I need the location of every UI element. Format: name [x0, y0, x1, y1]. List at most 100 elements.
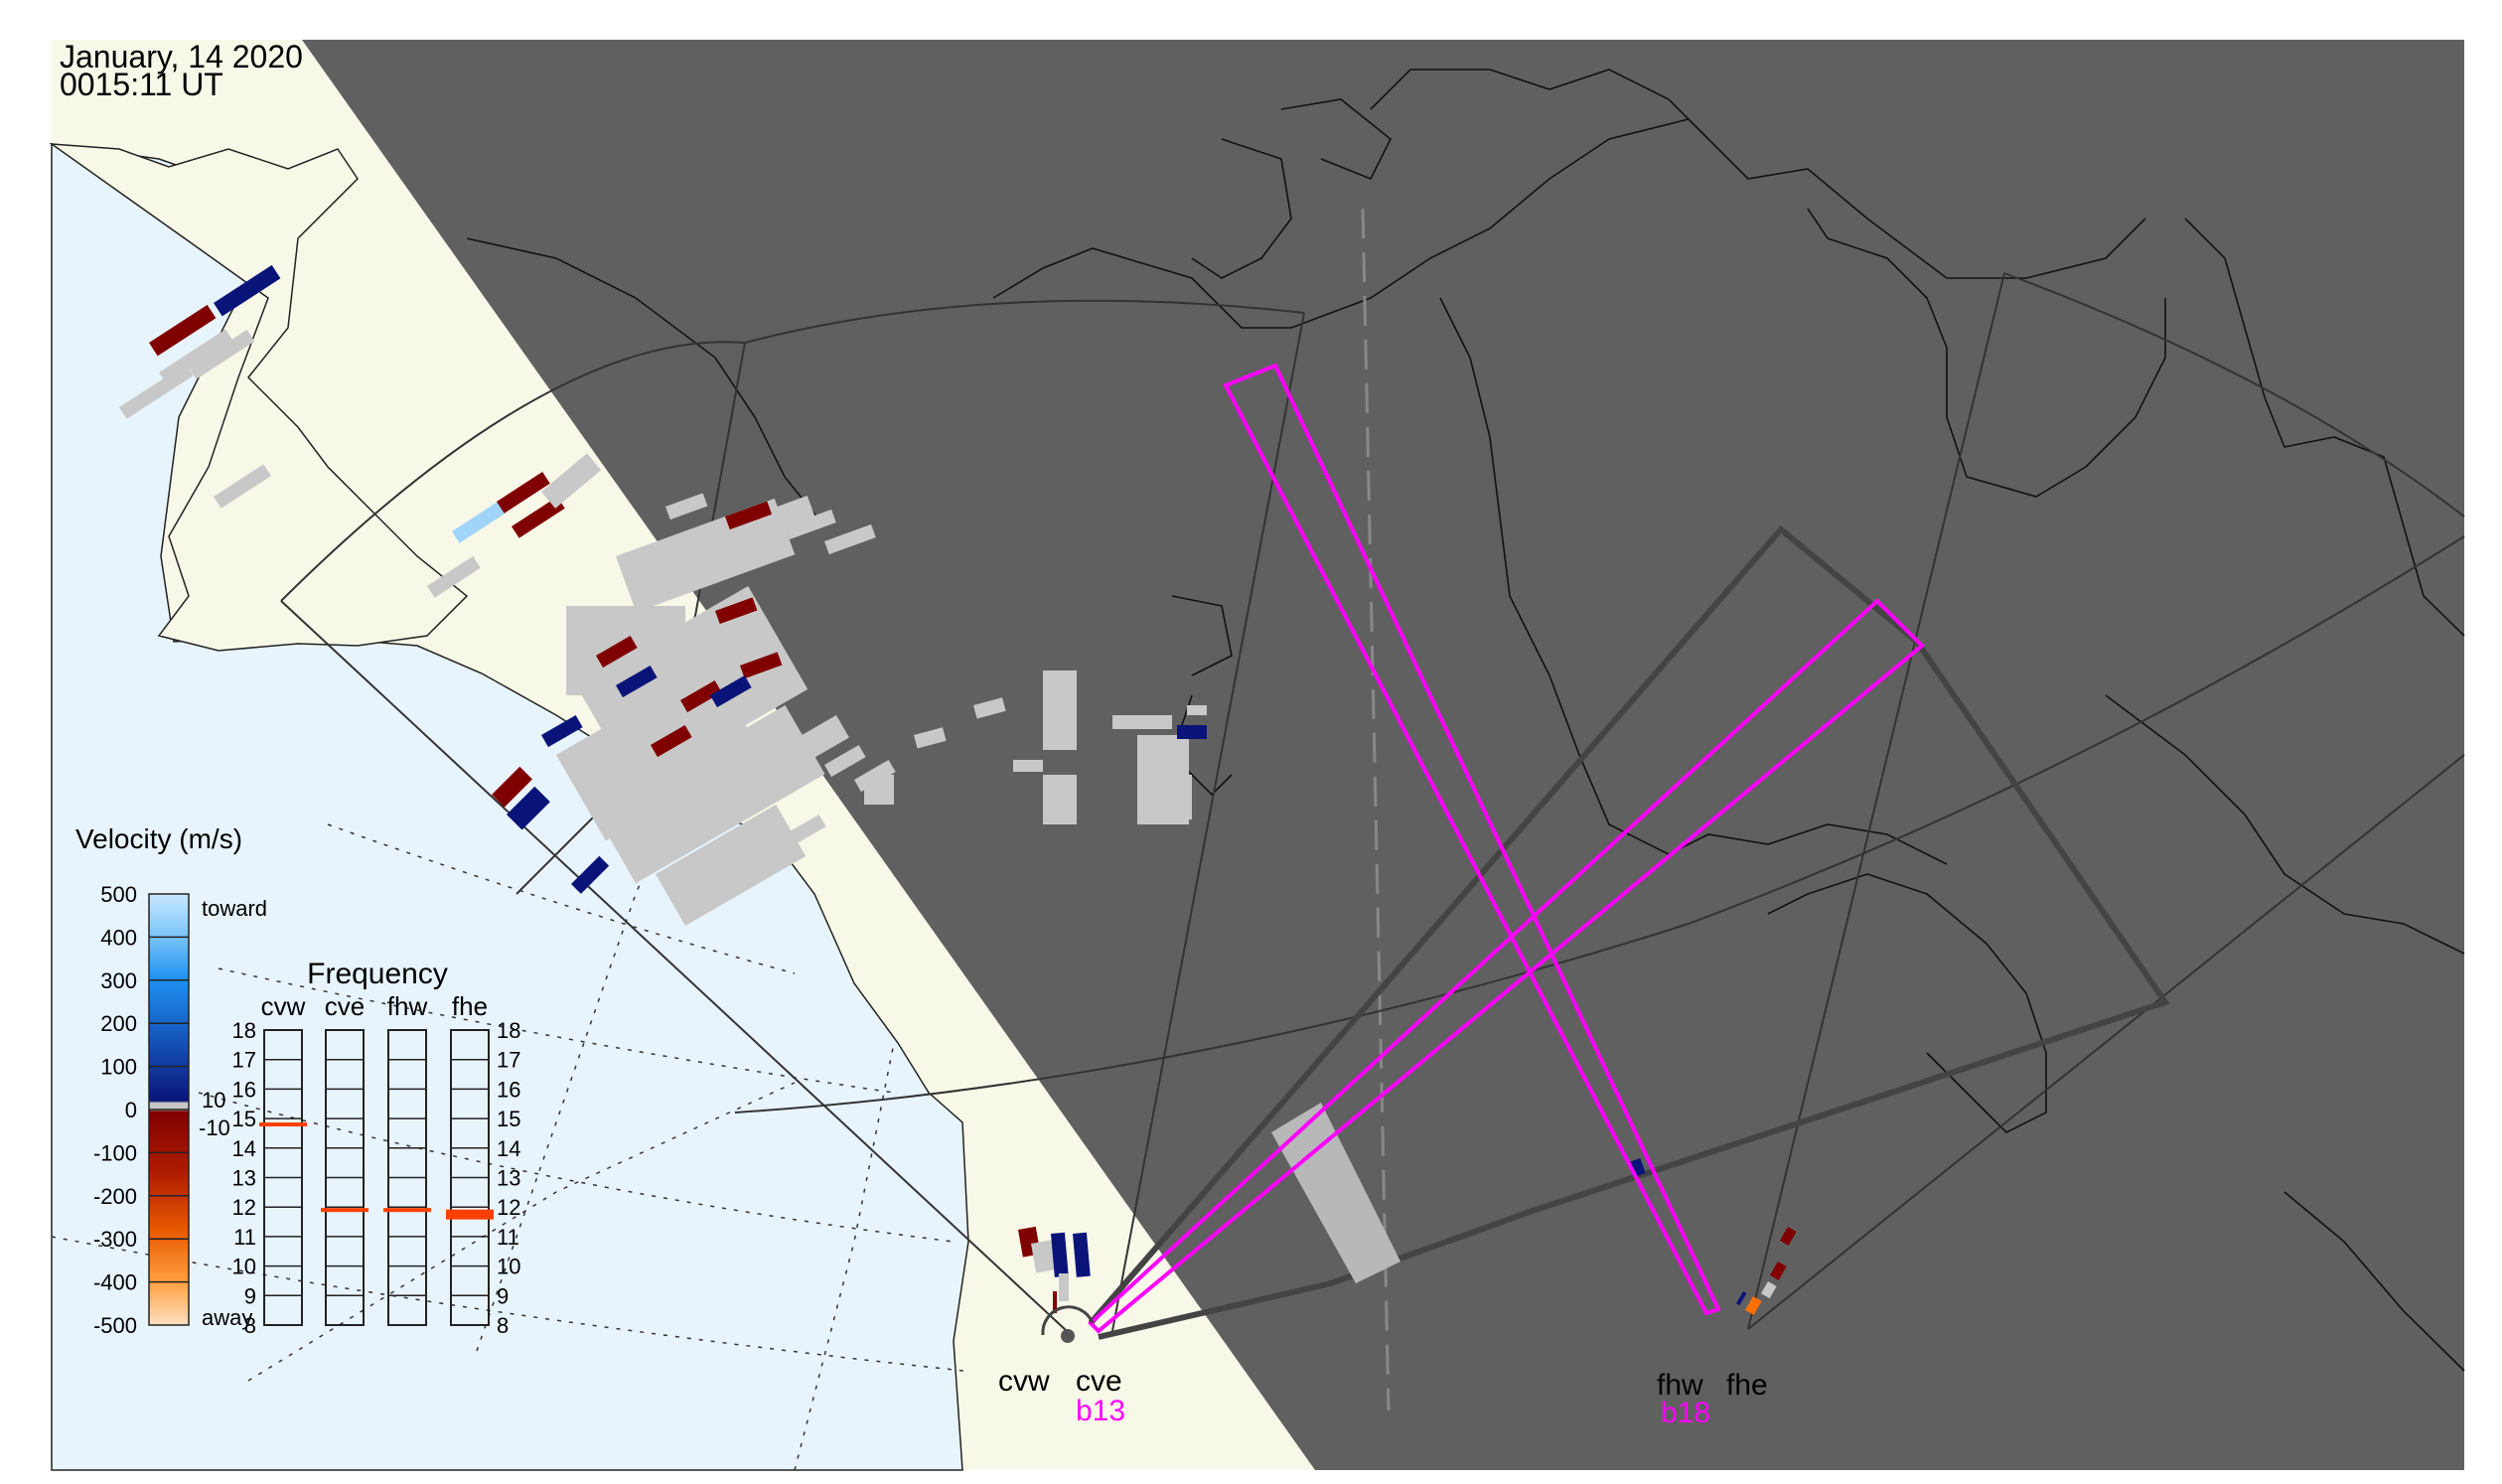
scatter-cell — [695, 495, 818, 565]
frequency-tick-left: 10 — [232, 1255, 256, 1279]
scatter-cell — [1177, 725, 1207, 739]
frequency-tick-right: 15 — [497, 1107, 520, 1131]
scatter-cell — [1073, 1232, 1091, 1277]
frequency-radar-label-cve: cve — [325, 991, 365, 1021]
time-label: 0015:11 UT — [60, 67, 223, 102]
colorbar-tick-label: 300 — [100, 968, 137, 993]
scatter-cell — [189, 329, 255, 379]
frequency-tick-right: 11 — [497, 1225, 519, 1250]
colorbar-tick-label: -100 — [93, 1140, 137, 1165]
frequency-marker-fhe — [446, 1209, 494, 1220]
velocity-colorbar: Velocity (m/s) 5004003002001000-100-200-… — [75, 823, 267, 1338]
frequency-tick-left: 9 — [244, 1283, 256, 1308]
scatter-cell — [427, 556, 481, 598]
scatter-cell — [507, 786, 550, 830]
scatter-cell — [1053, 1291, 1057, 1313]
colorbar-tick-label: -400 — [93, 1270, 137, 1295]
scatter-cell — [651, 725, 692, 758]
scatter-cell — [1142, 775, 1192, 819]
scatter-cell — [541, 715, 583, 748]
scatter-cell — [615, 666, 658, 698]
colorbar-away-label: away — [202, 1305, 252, 1330]
scatter-cell — [785, 509, 836, 540]
frequency-tick-right: 10 — [497, 1255, 520, 1279]
frequency-tick-left: 18 — [232, 1018, 256, 1043]
colorbar-tick-label: 500 — [100, 882, 137, 907]
ground-scatter-band — [1271, 1103, 1400, 1283]
scatter-cell — [973, 697, 1006, 719]
scatter-cell — [497, 472, 550, 514]
frequency-tick-left: 12 — [232, 1195, 256, 1220]
colorbar-tick-label: -300 — [93, 1227, 137, 1252]
scatter-cell — [824, 523, 876, 555]
frequency-radar-label-cvw: cvw — [261, 991, 306, 1021]
scatter-cell — [1043, 670, 1077, 750]
beam-label-b13: b13 — [1076, 1395, 1125, 1427]
scatter-cell — [1013, 760, 1043, 772]
night-region — [302, 40, 2464, 1470]
site-label-fhe: fhe — [1726, 1369, 1768, 1402]
frequency-tick-left: 16 — [232, 1077, 256, 1102]
colorbar-tick-label: -200 — [93, 1184, 137, 1209]
scatter-cell — [824, 745, 866, 778]
dashed-meridian — [1361, 208, 1391, 1411]
ground-scatter-label-pos: 10 — [202, 1088, 225, 1113]
beam-b13-cve — [1088, 598, 1925, 1334]
scatter-cell — [1761, 1281, 1777, 1299]
scatter-cell — [1112, 715, 1172, 729]
date-label: January, 14 2020 — [60, 39, 303, 74]
frequency-tick-right: 13 — [497, 1166, 520, 1191]
frequency-tick-right: 8 — [497, 1313, 509, 1338]
scatter-cell — [571, 855, 610, 894]
scatter-cell — [665, 493, 708, 520]
site-label-fhw: fhw — [1657, 1369, 1703, 1402]
scatter-cell — [914, 727, 947, 749]
scatter-cell — [1187, 705, 1207, 715]
scatter-cell — [596, 705, 825, 884]
scatter-cell — [1780, 1226, 1797, 1246]
site-label-cvw: cvw — [998, 1365, 1050, 1398]
frequency-marker-cvw — [259, 1122, 307, 1127]
scatter-cell — [512, 497, 565, 538]
scatter-cell — [1059, 1273, 1069, 1301]
map-panel — [49, 40, 2465, 1471]
beam-b18-fhw — [1223, 363, 1721, 1316]
colorbar-tick-label: 0 — [125, 1098, 137, 1122]
coastlines — [466, 69, 2465, 1372]
frequency-tick-right: 12 — [497, 1195, 520, 1220]
scatter-cell — [541, 453, 602, 509]
frequency-tick-right: 16 — [497, 1077, 520, 1102]
scatter-cell — [656, 805, 807, 926]
scatter-cell — [214, 264, 281, 317]
scatter-cell — [725, 501, 773, 530]
scatter-cell — [784, 815, 826, 847]
cv-site-dot — [1061, 1329, 1075, 1343]
ground-scatter-label-neg: -10 — [199, 1115, 230, 1140]
scatter-cell — [1770, 1261, 1787, 1280]
scatter-cell — [1051, 1232, 1069, 1277]
colorbar-toward-label: toward — [202, 896, 267, 921]
colorbar-tick-label: -500 — [93, 1313, 137, 1338]
colorbar-title: Velocity (m/s) — [75, 823, 242, 854]
scatter-cell — [596, 636, 638, 668]
frequency-tick-right: 14 — [497, 1136, 520, 1161]
beam-label-b18: b18 — [1661, 1397, 1710, 1429]
colorbar-tick-label: 100 — [100, 1055, 137, 1080]
scatter-cell — [492, 766, 533, 808]
scatter-cell — [1043, 775, 1077, 824]
scatter-cells — [119, 264, 1797, 1315]
scatter-cell — [149, 304, 217, 357]
frequency-tick-left: 17 — [232, 1048, 256, 1073]
frequency-tick-left: 15 — [232, 1107, 256, 1131]
frequency-marker-fhw — [383, 1208, 431, 1213]
scatter-cell — [739, 652, 783, 679]
scatter-cell — [119, 364, 194, 419]
frequency-tick-right: 18 — [497, 1018, 520, 1043]
scatter-cell — [715, 597, 758, 625]
frequency-marker-cve — [321, 1208, 368, 1213]
scatter-cell — [864, 775, 894, 805]
frequency-tick-right: 9 — [497, 1283, 509, 1308]
frequency-title: Frequency — [307, 958, 448, 990]
